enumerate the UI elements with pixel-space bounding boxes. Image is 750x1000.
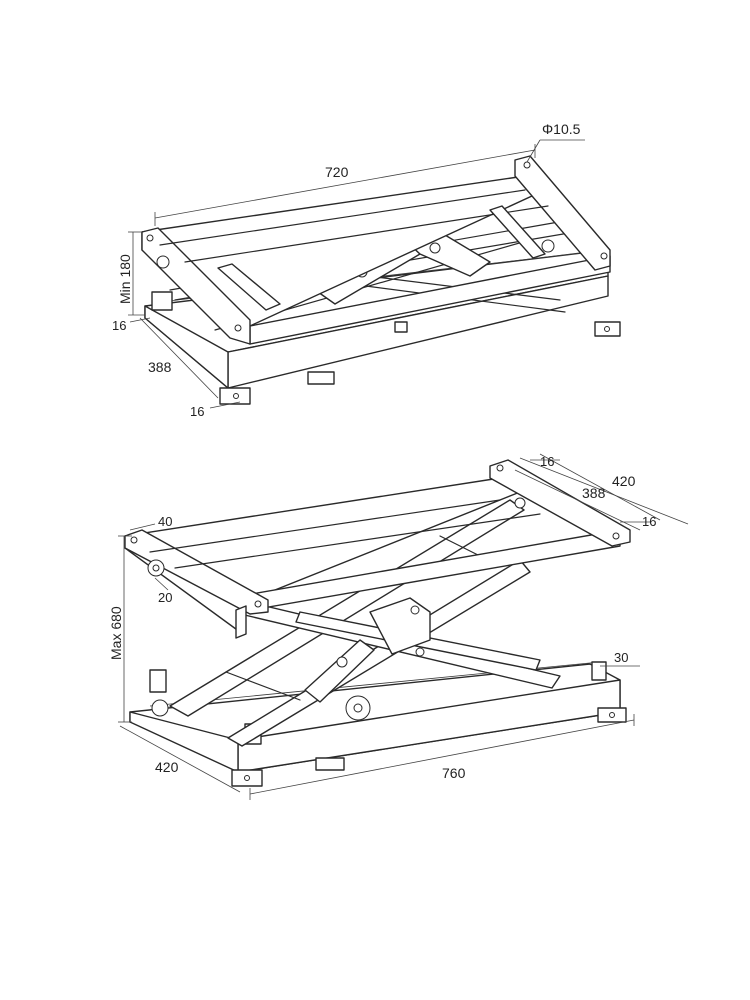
hole-diameter-label: Φ10.5 bbox=[542, 121, 581, 137]
collapsed-top-platform bbox=[141, 155, 611, 345]
length-760-label: 760 bbox=[442, 765, 466, 781]
extended-hydraulic-cylinder bbox=[304, 597, 431, 703]
top-width-420-label: 420 bbox=[612, 473, 636, 489]
min-height-label: Min 180 bbox=[117, 254, 133, 304]
top-thickness-16-lower-label: 16 bbox=[642, 514, 656, 529]
max-height-label: Max 680 bbox=[108, 606, 124, 660]
thickness-16-top-label: 16 bbox=[112, 318, 126, 333]
roller-20-label: 20 bbox=[158, 590, 172, 605]
collapsed-lift-drawing: 720 Φ10.5 Min 180 388 16 16 bbox=[112, 121, 621, 419]
extended-lift-drawing: Max 680 760 420 420 388 16 16 40 20 30 bbox=[108, 453, 689, 800]
collapsed-dimensions bbox=[128, 139, 585, 409]
width-388-label: 388 bbox=[148, 359, 172, 375]
top-thickness-16-upper-label: 16 bbox=[540, 454, 554, 469]
length-720-label: 720 bbox=[325, 164, 349, 180]
beam-40-label: 40 bbox=[158, 514, 172, 529]
thickness-16-bottom-label: 16 bbox=[190, 404, 204, 419]
extended-top-platform bbox=[124, 459, 631, 639]
extended-dimensions bbox=[118, 453, 689, 800]
extended-base-frame bbox=[129, 661, 627, 787]
post-30-label: 30 bbox=[614, 650, 628, 665]
top-width-388-label: 388 bbox=[582, 485, 606, 501]
width-420-bottom-label: 420 bbox=[155, 759, 179, 775]
